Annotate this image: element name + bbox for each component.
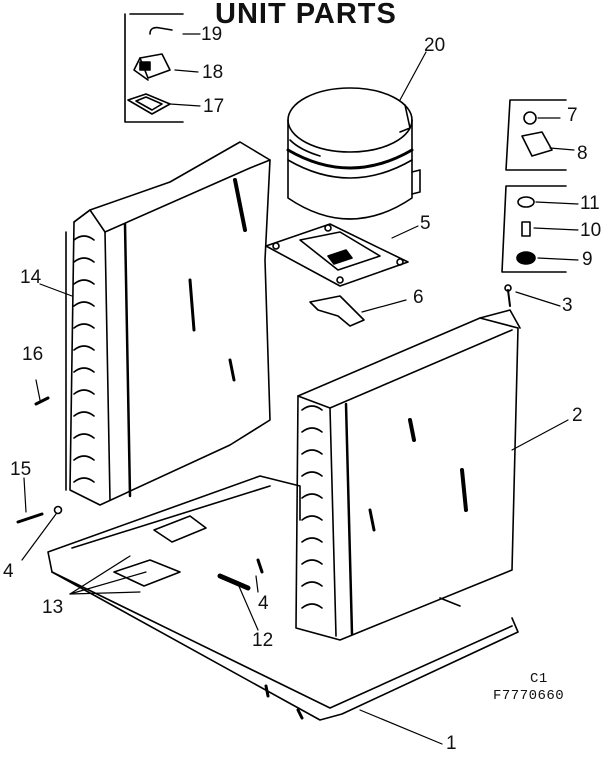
part-17-gasket	[127, 93, 171, 115]
callout-15: 15	[10, 459, 32, 480]
inset-parts-17-19	[124, 13, 184, 123]
callout-10: 10	[580, 220, 602, 241]
fasteners	[16, 284, 512, 524]
callout-17: 17	[203, 96, 225, 117]
part-19-clip	[149, 26, 173, 35]
callout-19: 19	[201, 24, 223, 45]
callout-16: 16	[22, 344, 44, 365]
part-6-bracket	[309, 295, 365, 327]
callout-7: 7	[567, 105, 578, 126]
mounting-plate-part-5	[265, 223, 409, 287]
part-18-block	[139, 53, 171, 79]
callout-20: 20	[424, 35, 446, 56]
callout-9: 9	[582, 249, 593, 270]
compressor-part-20	[286, 87, 421, 220]
callout-18: 18	[202, 62, 224, 83]
callout-6: 6	[413, 287, 424, 308]
right-coil-part-2	[295, 309, 521, 641]
callout-11: 11	[580, 193, 600, 214]
inset-parts-7-11	[501, 99, 567, 273]
callout-8: 8	[577, 143, 588, 164]
callout-14: 14	[20, 267, 42, 288]
callout-4-right: 4	[258, 593, 269, 614]
callout-13: 13	[42, 597, 64, 618]
callout-2: 2	[572, 405, 583, 426]
part-12-tube	[217, 573, 251, 591]
callout-3: 3	[562, 295, 573, 316]
callout-5: 5	[420, 213, 431, 234]
figure-code-line-2: F7770660	[493, 688, 565, 704]
leader-lines	[21, 33, 579, 745]
diagram-title: UNIT PARTS	[215, 0, 397, 30]
figure-code-line-1: C1	[530, 671, 548, 687]
callout-12: 12	[252, 630, 274, 651]
callout-1: 1	[446, 733, 457, 754]
callout-4-left: 4	[3, 561, 14, 582]
left-coil-part-14	[65, 141, 271, 506]
base-pan-part-1	[47, 475, 519, 721]
